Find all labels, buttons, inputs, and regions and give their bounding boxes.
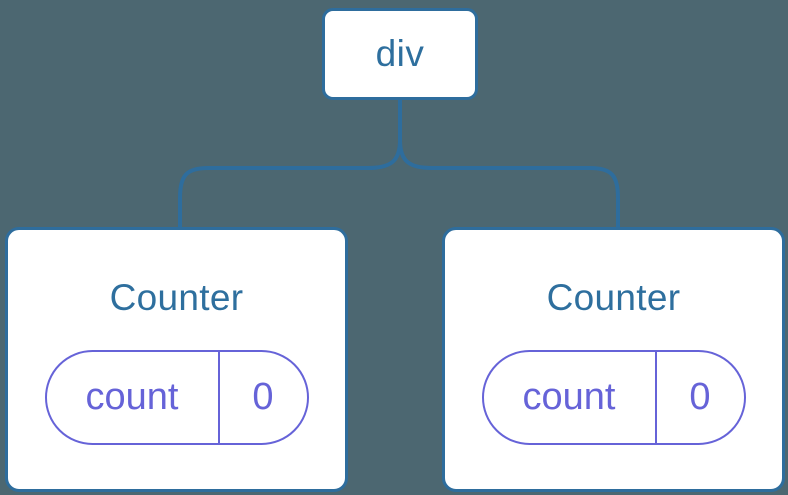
connector-right-branch (398, 97, 620, 230)
state-key: count (522, 376, 616, 418)
component-name: Counter (109, 277, 244, 318)
component-name: Counter (546, 277, 681, 318)
node-counter-right: Counter count 0 (442, 227, 785, 492)
state-key: count (85, 376, 179, 418)
pill-divider (654, 352, 657, 443)
connector-left-branch (178, 97, 402, 230)
state-pill: count 0 (481, 350, 746, 445)
node-div-label: div (375, 33, 425, 74)
node-counter-left: Counter count 0 (5, 227, 348, 492)
state-pill: count 0 (44, 350, 309, 445)
state-value: 0 (689, 376, 711, 418)
pill-divider (217, 352, 220, 443)
node-div: div (322, 8, 478, 100)
state-value: 0 (252, 376, 274, 418)
